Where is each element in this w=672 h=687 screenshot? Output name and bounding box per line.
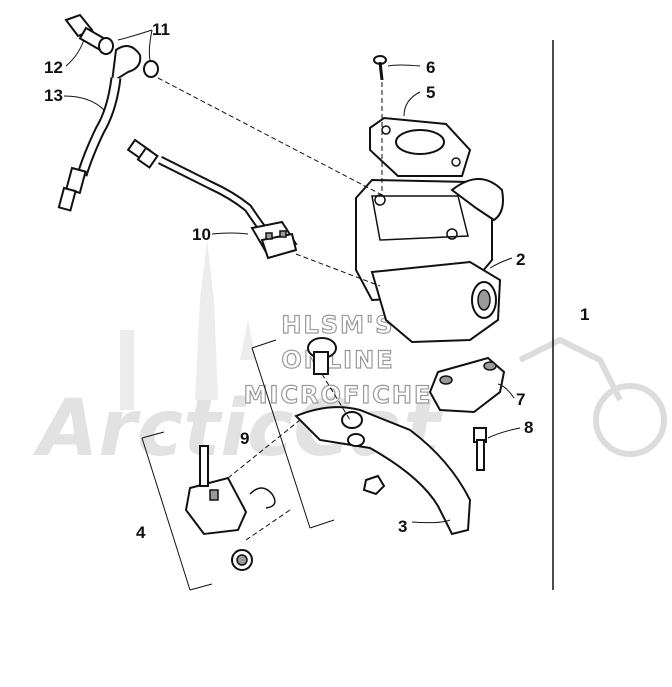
callout-12: 12 xyxy=(44,58,63,77)
star-washer xyxy=(231,549,253,571)
watermark-line-2: ONLINE xyxy=(281,346,394,374)
pivot-bolt xyxy=(307,337,351,421)
lever-nut xyxy=(362,474,386,496)
callout-4: 4 xyxy=(136,523,146,542)
callouts: 1 2 3 4 5 6 7 8 9 10 11 12 13 xyxy=(44,20,589,542)
watermark-motorcycle xyxy=(518,336,667,457)
master-cylinder xyxy=(355,178,504,344)
callout-13: 13 xyxy=(44,86,63,105)
callout-5: 5 xyxy=(426,83,435,102)
callout-9: 9 xyxy=(240,429,249,448)
brake-hose-assembly xyxy=(57,13,159,212)
watermark-line-3: MICROFICHE xyxy=(244,381,433,409)
clamp-bolt xyxy=(473,427,487,471)
leader-lines xyxy=(141,77,385,591)
callout-11: 11 xyxy=(152,20,170,39)
switch-plug xyxy=(126,138,159,169)
watermark-line-1: HLSM'S xyxy=(281,311,394,339)
switch-housing xyxy=(184,445,276,571)
cover-screw xyxy=(373,55,387,196)
banjo-fitting xyxy=(110,45,142,84)
washer-upper xyxy=(98,37,114,55)
watermark-skyline xyxy=(120,240,256,410)
callout-10: 10 xyxy=(192,225,211,244)
callout-7: 7 xyxy=(516,390,525,409)
handlebar-clamp xyxy=(428,356,506,414)
switch-connector xyxy=(250,220,298,260)
callout-6: 6 xyxy=(426,58,435,77)
reservoir-cover xyxy=(369,116,472,177)
washer-lower xyxy=(143,60,159,78)
callout-3: 3 xyxy=(398,517,407,536)
callout-1: 1 xyxy=(580,305,589,324)
brake-switch-harness xyxy=(126,138,298,260)
callout-8: 8 xyxy=(524,418,533,437)
callout-2: 2 xyxy=(516,250,525,269)
callout-leaders xyxy=(63,29,521,524)
hose-end-fitting xyxy=(57,166,87,212)
